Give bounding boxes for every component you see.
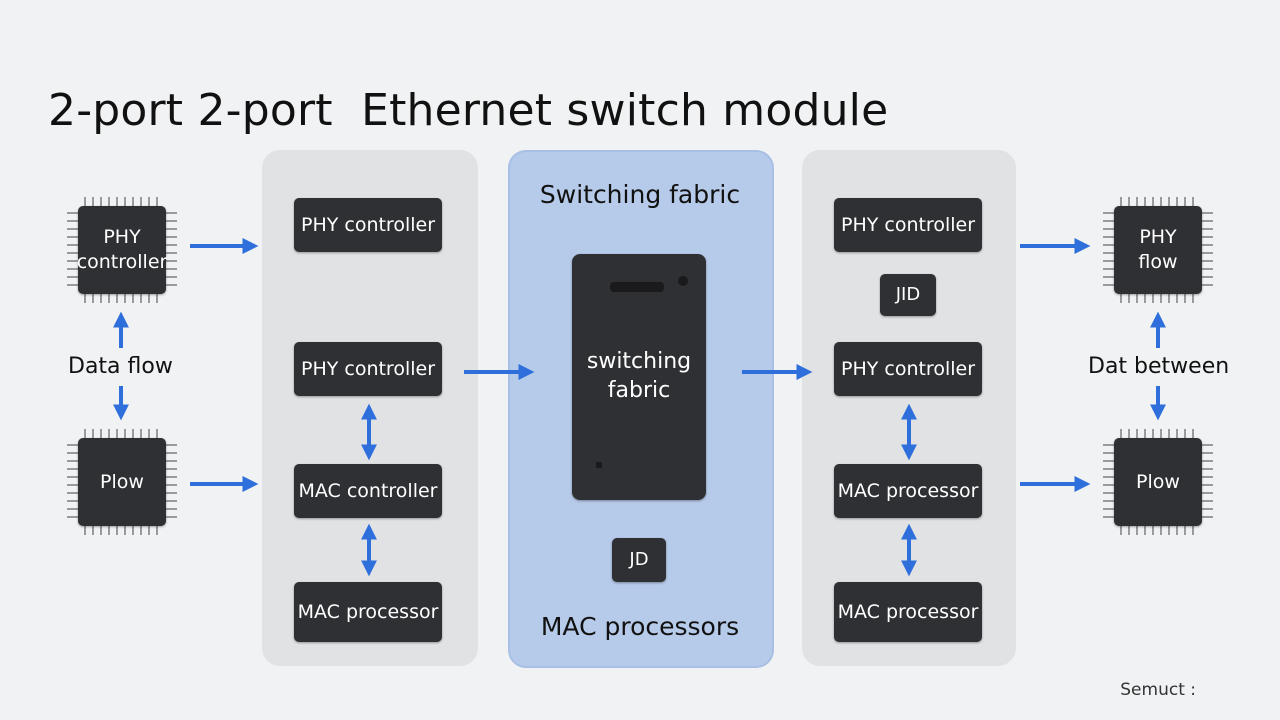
chip-dot-top	[678, 276, 688, 286]
footer-note: Semuct :	[1120, 680, 1196, 700]
chip-label: MAC processor	[837, 600, 979, 623]
chip-label: MAC processor	[297, 600, 439, 623]
page-title: 2-port 2-port Ethernet switch module	[48, 85, 889, 137]
chip-label: JD	[629, 549, 649, 571]
right-panel-chip-4: MAC processor	[823, 573, 993, 651]
left-plow-chip: Plow	[67, 429, 177, 535]
chip-label: PHY controller	[76, 226, 168, 273]
chip-label: MAC controller	[298, 479, 438, 502]
switching-fabric-header: Switching fabric	[539, 180, 741, 209]
right-panel-chip-3: MAC processor	[823, 455, 993, 527]
right-panel-chip-1: PHY controller	[823, 189, 993, 261]
chip-notch	[610, 282, 664, 292]
jd-chip: JD	[601, 529, 677, 591]
chip-label: PHY controller	[840, 357, 976, 380]
chip-label: MAC processor	[837, 479, 979, 502]
left-panel-chip-4: MAC processor	[283, 573, 453, 651]
chip-label: JID	[895, 284, 921, 306]
chip-label: switching fabric	[586, 349, 692, 403]
switching-fabric-chip: switching fabric	[561, 245, 717, 509]
left-phy-controller-chip: PHY controller	[67, 197, 177, 303]
left-panel-chip-3: MAC controller	[283, 455, 453, 527]
chip-label: Plow	[1136, 470, 1180, 493]
mac-processors-footer: MAC processors	[540, 612, 740, 641]
left-panel-chip-1: PHY controller	[283, 189, 453, 261]
right-phy-flow-chip: PHY flow	[1103, 197, 1213, 303]
left-panel-chip-2: PHY controller	[283, 333, 453, 405]
chip-dot-bottom	[596, 462, 602, 468]
dat-between-label: Dat between	[1088, 354, 1230, 379]
chip-label: PHY flow	[1138, 226, 1178, 273]
right-panel-jid-chip: JID	[869, 265, 947, 325]
data-flow-label: Data flow	[68, 354, 173, 379]
chip-label: PHY controller	[840, 213, 976, 236]
chip-label: Plow	[100, 470, 144, 493]
chip-label: PHY controller	[300, 213, 436, 236]
chip-label: PHY controller	[300, 357, 436, 380]
right-plow-chip: Plow	[1103, 429, 1213, 535]
right-panel-chip-2: PHY controller	[823, 333, 993, 405]
